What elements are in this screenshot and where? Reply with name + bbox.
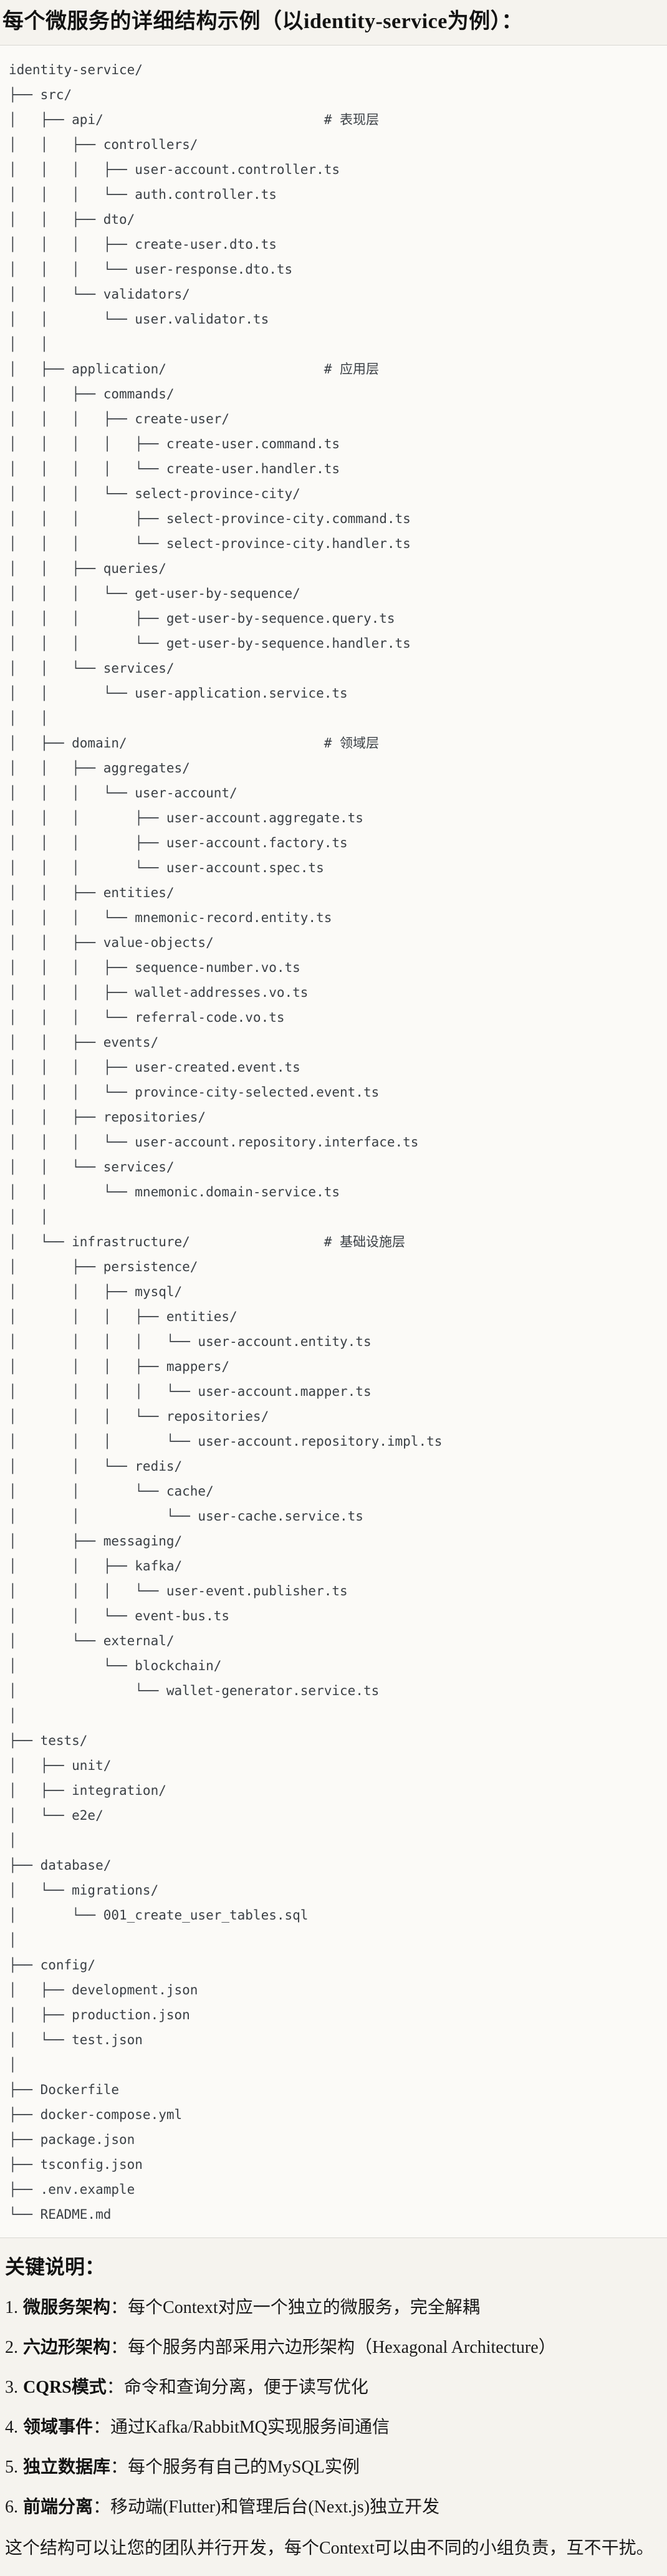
note-description: 每个服务有自己的MySQL实例 bbox=[128, 2458, 360, 2477]
note-term: 独立数据库 bbox=[23, 2458, 111, 2477]
note-item: 5. 独立数据库：每个服务有自己的MySQL实例 bbox=[5, 2455, 661, 2480]
note-colon: ： bbox=[93, 2497, 111, 2517]
note-number: 6. bbox=[5, 2497, 18, 2517]
note-item: 4. 领域事件：通过Kafka/RabbitMQ实现服务间通信 bbox=[5, 2415, 661, 2440]
file-tree: identity-service/ ├── src/ │ ├── api/ # … bbox=[0, 45, 667, 2238]
note-term: 微服务架构 bbox=[23, 2298, 111, 2317]
note-item: 6.前端分离：移动端(Flutter)和管理后台(Next.js)独立开发 bbox=[5, 2495, 661, 2520]
note-colon: ： bbox=[106, 2378, 124, 2397]
note-term: 前端分离 bbox=[23, 2497, 94, 2517]
note-item: 1. 微服务架构：每个Context对应一个独立的微服务，完全解耦 bbox=[5, 2295, 661, 2320]
note-colon: ： bbox=[110, 2338, 128, 2357]
note-number: 5. bbox=[5, 2458, 18, 2477]
note-term: 六边形架构 bbox=[23, 2338, 111, 2357]
closing-paragraph: 这个结构可以让您的团队并行开发，每个Context可以由不同的小组负责，互不干扰… bbox=[5, 2539, 654, 2558]
note-number: 3. bbox=[5, 2378, 18, 2397]
note-item: 3. CQRS模式：命令和查询分离，便于读写优化 bbox=[5, 2375, 661, 2400]
note-colon: ： bbox=[93, 2418, 111, 2437]
note-description: 命令和查询分离，便于读写优化 bbox=[123, 2378, 368, 2397]
note-term: 领域事件 bbox=[23, 2418, 94, 2437]
note-colon: ： bbox=[110, 2458, 128, 2477]
note-number: 4. bbox=[5, 2418, 18, 2437]
notes-list: 1.微服务架构：每个Context对应一个独立的微服务，完全解耦 2.六边形架构… bbox=[5, 2295, 661, 2520]
page-header: 每个微服务的详细结构示例（以identity-service为例）： bbox=[0, 0, 667, 45]
note-number: 2. bbox=[5, 2338, 18, 2357]
note-item: 2. 六边形架构：每个服务内部采用六边形架构（Hexagonal Architec… bbox=[5, 2335, 661, 2360]
note-description: 通过Kafka/RabbitMQ实现服务间通信 bbox=[110, 2418, 390, 2437]
note-term: CQRS模式 bbox=[23, 2378, 107, 2397]
note-description: 每个Context对应一个独立的微服务，完全解耦 bbox=[128, 2298, 480, 2317]
note-description: 每个服务内部采用六边形架构（Hexagonal Architecture） bbox=[128, 2338, 556, 2357]
note-description: 移动端(Flutter)和管理后台(Next.js)独立开发 bbox=[110, 2497, 440, 2517]
note-colon: ： bbox=[110, 2298, 128, 2317]
note-number: 1. bbox=[5, 2298, 18, 2317]
notes-section: 关键说明： 1.微服务架构：每个Context对应一个独立的微服务，完全解耦 2… bbox=[0, 2253, 667, 2576]
page-title: 每个微服务的详细结构示例（以identity-service为例）： bbox=[2, 10, 523, 33]
notes-heading: 关键说明： bbox=[5, 2256, 105, 2278]
